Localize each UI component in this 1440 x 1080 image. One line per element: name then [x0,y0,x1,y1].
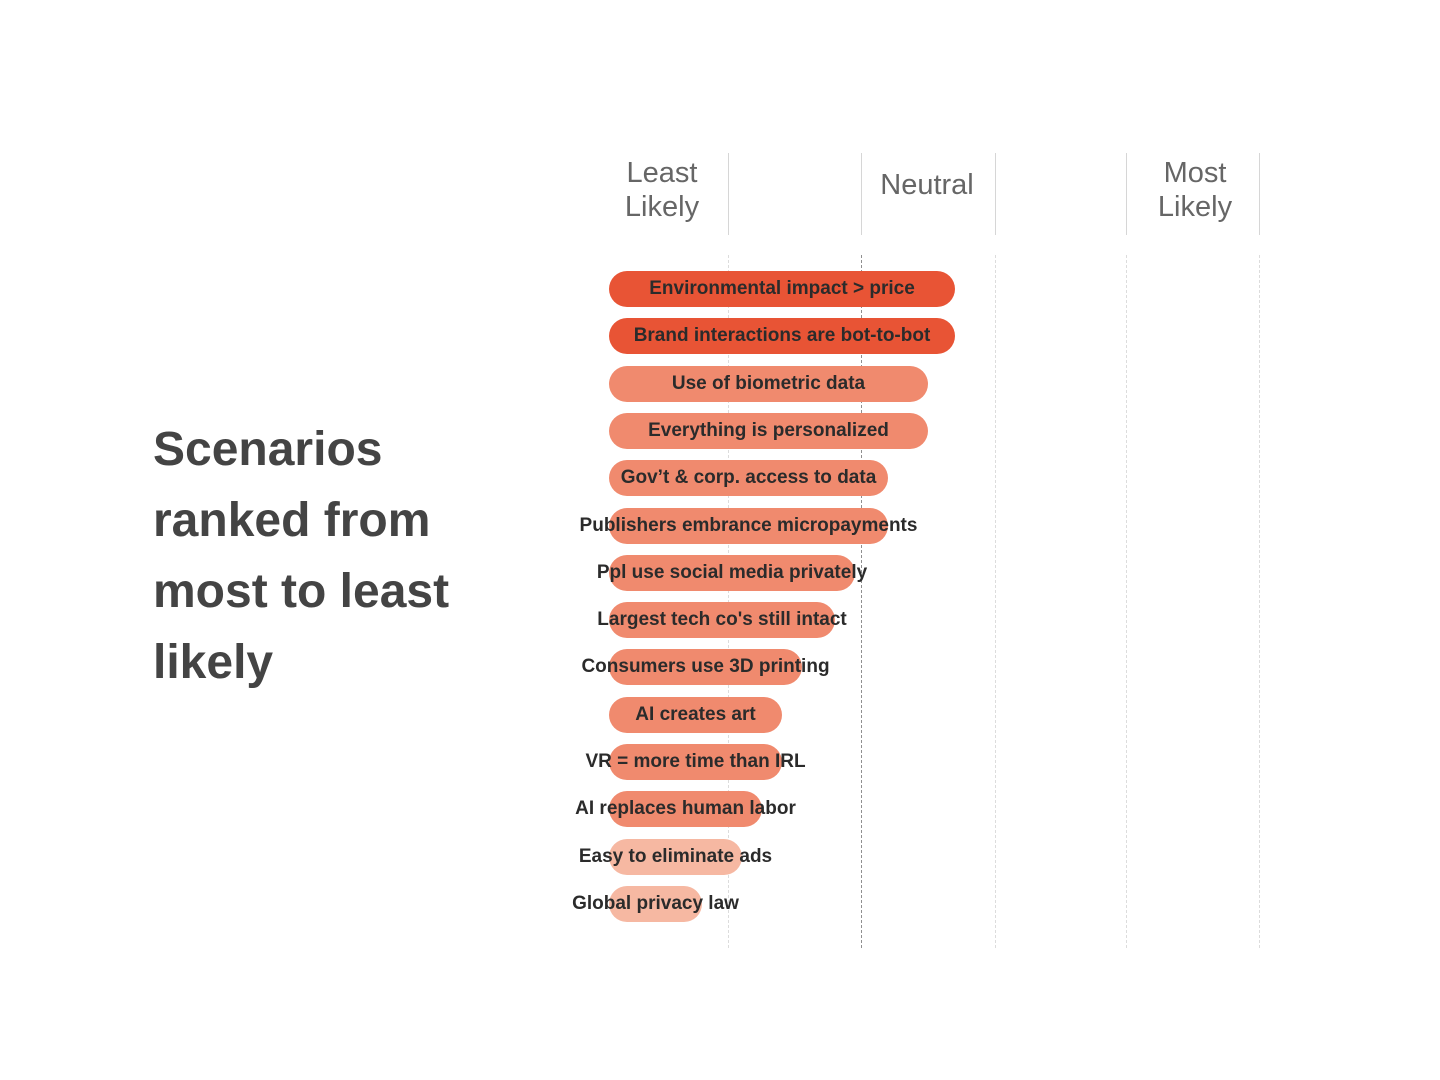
chart-title: Scenarios ranked from most to least like… [153,423,450,689]
scale-separator [861,153,862,235]
bar: Gov’t & corp. access to data [609,460,888,496]
bar: Publishers embrance micropayments [580,508,917,544]
bar: Consumers use 3D printing [581,649,830,685]
bar: AI replaces human labor [575,791,796,827]
bar: Easy to eliminate ads [579,839,772,875]
gridline [728,255,729,948]
bar: Brand interactions are bot-to-bot [609,318,955,354]
bar: AI creates art [609,697,782,733]
gridline [1126,255,1127,948]
gridline [995,255,996,948]
gridline [1259,255,1260,948]
bar: Use of biometric data [609,366,928,402]
bar: Largest tech co's still intact [597,602,847,638]
bar: Ppl use social media privately [597,555,867,591]
bar: VR = more time than IRL [585,744,806,780]
bar: Environmental impact > price [609,271,955,307]
gridline [861,255,862,948]
scale-separator [728,153,729,235]
bar: Everything is personalized [609,413,928,449]
scale-separator [1126,153,1127,235]
scale-separator [1259,153,1260,235]
scale-separator [995,153,996,235]
scale-label: Neutral [880,169,974,201]
bar: Global privacy law [572,886,739,922]
